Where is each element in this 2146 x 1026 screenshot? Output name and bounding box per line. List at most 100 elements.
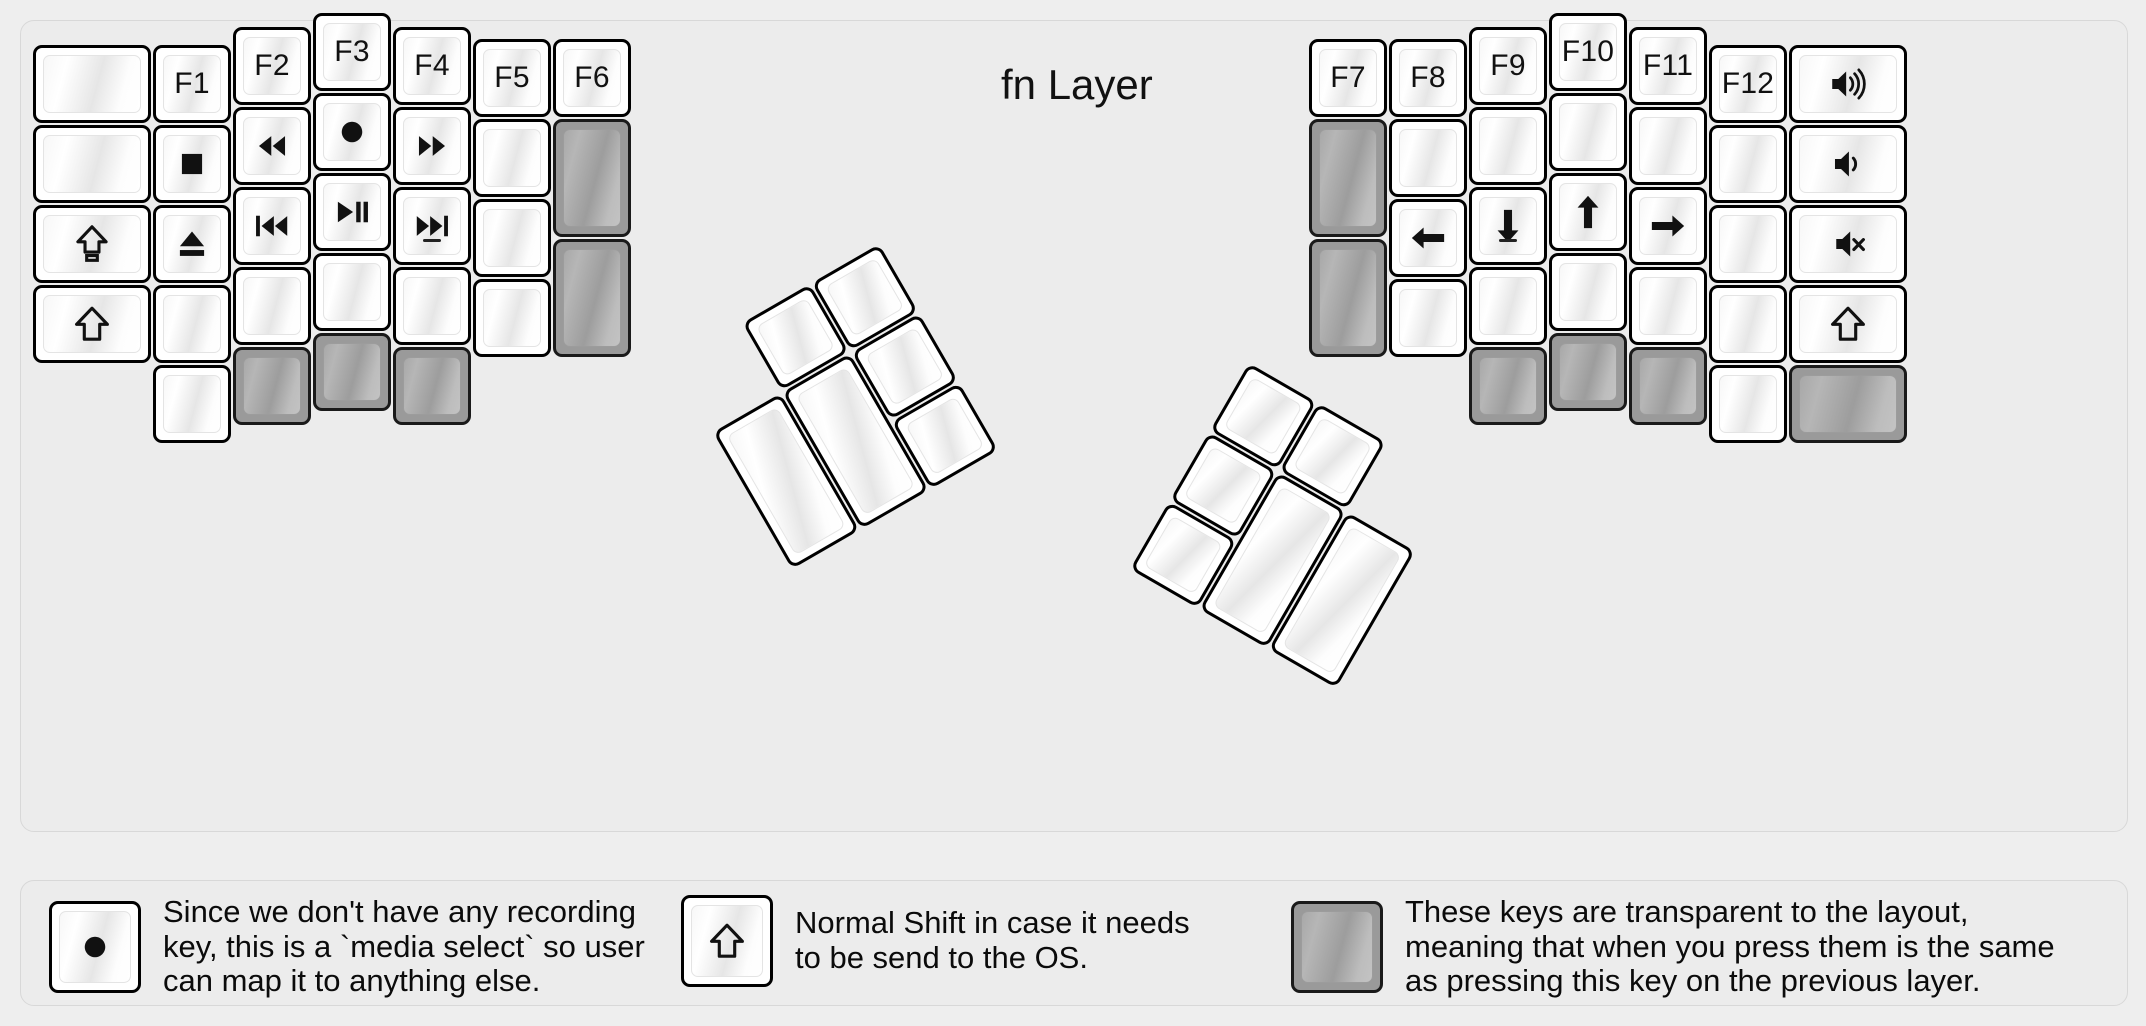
col-pinky-key-5[interactable] [153,365,231,443]
page-title: fn Layer [1001,61,1153,108]
media-rewind-icon [250,124,294,168]
keycap-surface [243,37,301,95]
col-middle-key-3[interactable] [313,173,391,251]
keycap-surface [43,215,141,273]
legend-record: Since we don't have any recording key, t… [49,894,645,999]
col-ring-key-2[interactable] [233,107,311,185]
col-inner-extra-r-key-1[interactable]: F7 [1309,39,1387,117]
col-inner-r-key-1[interactable]: F8 [1389,39,1467,117]
col-pinky-r-key-1[interactable]: F12 [1709,45,1787,123]
col-index-r-key-5[interactable] [1469,347,1547,425]
col-pinky-key-1[interactable]: F1 [153,45,231,123]
col-ring-r-key-5[interactable] [1629,347,1707,425]
col-middle-key-5[interactable] [313,333,391,411]
col-pinky-outer-r-key-5[interactable] [1789,365,1907,443]
col-pinky-outer-r-key-1[interactable] [1789,45,1907,123]
col-pinky-r-key-3[interactable] [1709,205,1787,283]
keycap-surface [483,289,541,347]
keycap-surface [323,103,381,161]
keycap-surface [1559,103,1617,161]
col-ring-key-3[interactable] [233,187,311,265]
arrow-right-icon [1646,204,1690,248]
col-inner-r-key-2[interactable] [1389,119,1467,197]
col-ring-r-key-1[interactable]: F11 [1629,27,1707,105]
col-inner-key-1[interactable]: F5 [473,39,551,117]
col-pinky-outer-key-1[interactable] [33,45,151,123]
col-middle-r-key-1[interactable]: F10 [1549,13,1627,91]
keycap-surface [483,209,541,267]
legend-shift: Normal Shift in case it needs to be send… [681,895,1190,987]
col-inner-key-4[interactable] [473,279,551,357]
keycap-surface [403,117,461,175]
col-inner-r-key-3[interactable] [1389,199,1467,277]
col-inner-key-2[interactable] [473,119,551,197]
col-ring-key-4[interactable] [233,267,311,345]
keycap-surface [163,55,221,113]
keycap-surface [1639,277,1697,335]
col-pinky-key-3[interactable] [153,205,231,283]
key-label: F8 [1410,61,1446,94]
col-index-key-2[interactable] [393,107,471,185]
col-index-r-key-1[interactable]: F9 [1469,27,1547,105]
col-pinky-outer-r-key-3[interactable] [1789,205,1907,283]
col-inner-r-key-4[interactable] [1389,279,1467,357]
col-ring-key-1[interactable]: F2 [233,27,311,105]
keycap-surface [865,326,945,407]
arrow-up-icon [1566,190,1610,234]
col-middle-r-key-2[interactable] [1549,93,1627,171]
col-middle-r-key-4[interactable] [1549,253,1627,331]
col-inner-extra-key-1[interactable]: F6 [553,39,631,117]
col-pinky-key-4[interactable] [153,285,231,363]
col-middle-r-key-3[interactable] [1549,173,1627,251]
col-index-key-5[interactable] [393,347,471,425]
legend-panel: Since we don't have any recording key, t… [20,880,2128,1006]
col-middle-key-2[interactable] [313,93,391,171]
col-pinky-r-key-5[interactable] [1709,365,1787,443]
keycap-surface [563,249,621,347]
col-pinky-key-2[interactable] [153,125,231,203]
keycap-surface [1479,37,1537,95]
key-label: F11 [1642,49,1694,82]
col-ring-r-key-2[interactable] [1629,107,1707,185]
col-middle-key-1[interactable]: F3 [313,13,391,91]
col-ring-r-key-3[interactable] [1629,187,1707,265]
keycap-surface [483,49,541,107]
col-inner-extra-key-3[interactable] [553,239,631,357]
keycap-surface [403,37,461,95]
col-ring-key-5[interactable] [233,347,311,425]
col-index-key-1[interactable]: F4 [393,27,471,105]
keycap-surface [1301,911,1373,984]
key-label: F2 [254,49,290,82]
col-middle-key-4[interactable] [313,253,391,331]
col-inner-extra-r-key-3[interactable] [1309,239,1387,357]
media-fast-forward-icon [410,124,454,168]
col-index-key-3[interactable] [393,187,471,265]
caps-lock-icon [70,222,114,266]
col-inner-key-3[interactable] [473,199,551,277]
col-pinky-outer-key-3[interactable] [33,205,151,283]
col-middle-r-key-5[interactable] [1549,333,1627,411]
col-pinky-outer-key-2[interactable] [33,125,151,203]
keycap-surface [1399,289,1457,347]
homing-bump-indicator [423,239,441,242]
col-index-key-4[interactable] [393,267,471,345]
key-label: F7 [1330,61,1366,94]
keycap-surface [1719,135,1777,193]
col-pinky-r-key-2[interactable] [1709,125,1787,203]
col-ring-r-key-4[interactable] [1629,267,1707,345]
col-pinky-outer-key-4[interactable] [33,285,151,363]
volume-up-icon [1826,62,1870,106]
col-index-r-key-2[interactable] [1469,107,1547,185]
legend-record-text: Since we don't have any recording key, t… [163,894,645,999]
volume-mute-icon [1826,222,1870,266]
col-pinky-outer-r-key-2[interactable] [1789,125,1907,203]
col-pinky-outer-r-key-4[interactable] [1789,285,1907,363]
keycap-surface [323,263,381,321]
keycap-surface [323,23,381,81]
col-inner-extra-r-key-2[interactable] [1309,119,1387,237]
col-index-r-key-4[interactable] [1469,267,1547,345]
col-index-r-key-3[interactable] [1469,187,1547,265]
col-pinky-r-key-4[interactable] [1709,285,1787,363]
keycap-surface [1479,357,1537,415]
col-inner-extra-key-2[interactable] [553,119,631,237]
